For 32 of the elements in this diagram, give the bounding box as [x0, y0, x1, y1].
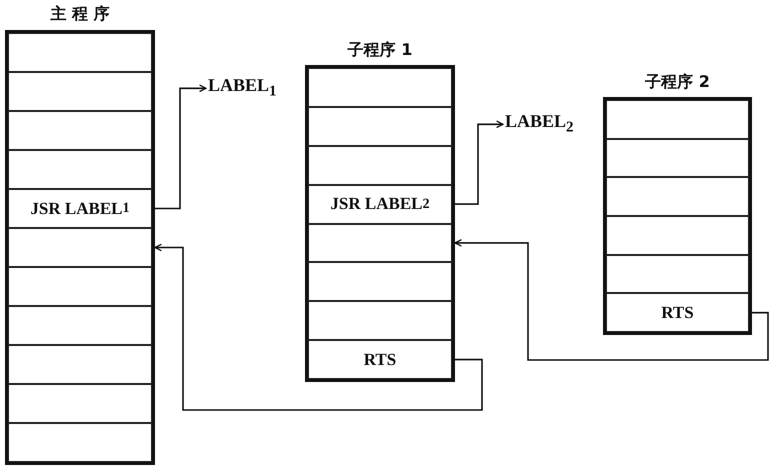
memory-cell	[8, 423, 152, 462]
memory-cell: RTS	[606, 293, 749, 332]
memory-cell	[8, 111, 152, 150]
memory-cell	[606, 138, 749, 178]
connector-arrow	[155, 84, 207, 210]
entry-label: LABEL$_{1}$	[208, 74, 277, 103]
memory-cell	[308, 106, 452, 146]
memory-cell	[8, 33, 152, 72]
memory-cell	[606, 254, 749, 294]
memory-cell	[308, 68, 452, 107]
connector-arrow	[154, 244, 483, 411]
memory-cell	[8, 72, 152, 111]
memory-cell	[606, 100, 749, 139]
memory-cell	[308, 146, 452, 185]
column-heading: 子程序 1	[346, 40, 414, 60]
connector-arrow	[455, 120, 504, 205]
memory-cell: RTS	[308, 340, 452, 379]
memory-cell	[8, 150, 152, 189]
memory-cell	[8, 228, 152, 267]
memory-cell	[308, 262, 452, 302]
memory-cell	[308, 301, 452, 340]
memory-cell	[606, 177, 749, 216]
memory-cell	[8, 384, 152, 423]
column-heading: 主 程 序	[49, 4, 111, 24]
memory-cell	[8, 345, 152, 384]
column-heading: 子程序 2	[644, 72, 711, 92]
entry-label: LABEL$_{2}$	[505, 110, 574, 139]
memory-cell	[308, 224, 452, 262]
memory-cell	[8, 267, 152, 306]
connector-arrow	[454, 239, 769, 361]
memory-cell	[8, 306, 152, 345]
memory-cell	[606, 216, 749, 255]
